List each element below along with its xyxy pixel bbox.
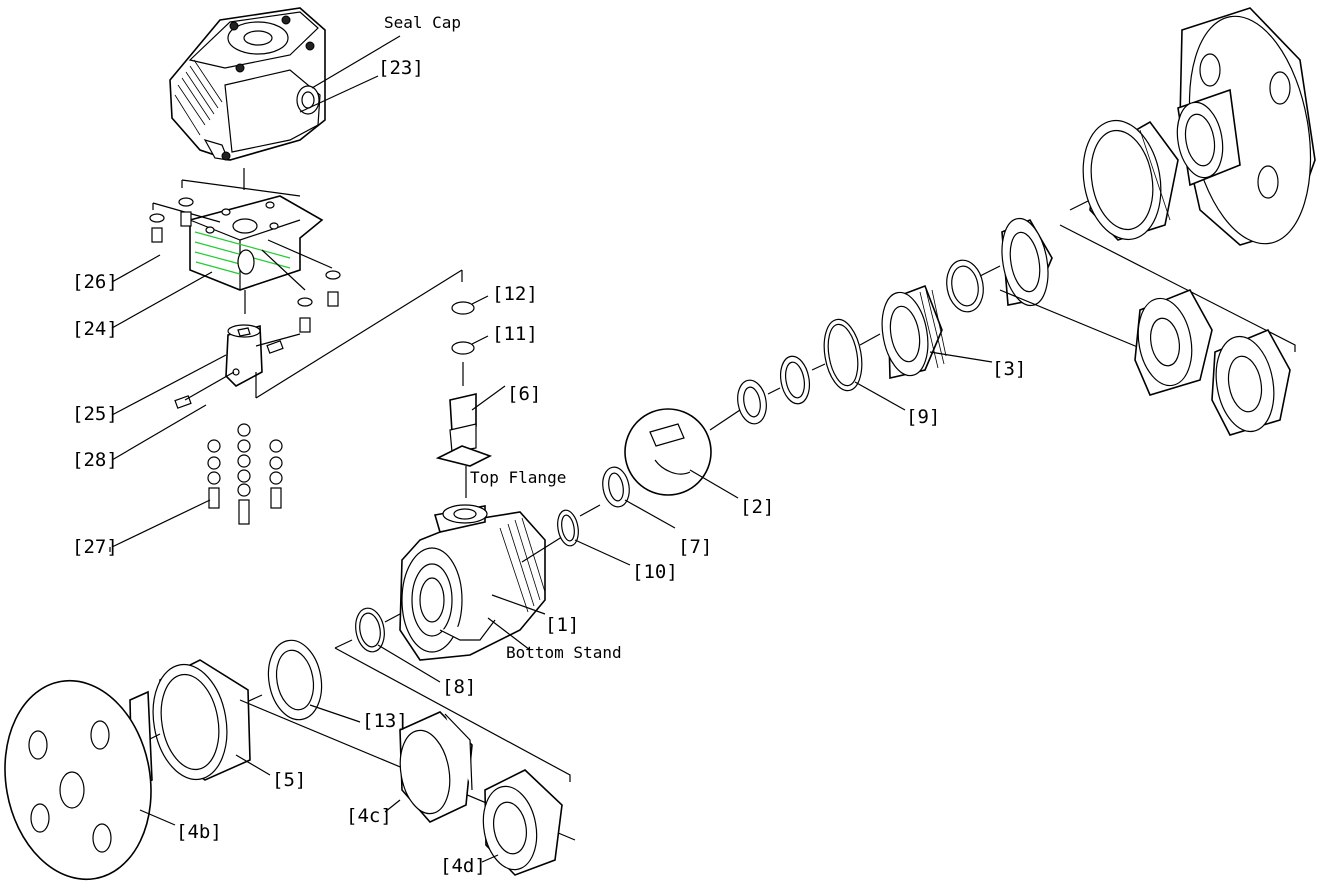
label-part-4c: [4c] [346,805,392,827]
label-part-8: [8] [442,676,476,698]
flange-part-4b [4,679,176,881]
adapter-part-4d [481,769,563,876]
label-part-1: [1] [545,614,579,636]
label-part-4b: [4b] [176,821,222,843]
label-part-5: [5] [272,769,306,791]
label-part-24: [24] [72,318,118,340]
socket-adapter-right [1134,288,1291,436]
label-part-28: [28] [72,449,118,471]
label-part-12: [12] [492,283,538,305]
actuator-part-23 [169,7,401,190]
left-seals [239,607,571,782]
label-part-11: [11] [492,323,538,345]
union-nut-right [1082,119,1201,241]
label-part-13: [13] [362,710,408,732]
adapter-part-4c [384,711,473,823]
label-part-2: [2] [740,496,774,518]
label-part-27: [27] [72,536,118,558]
label-part-4d: [4d] [440,855,486,877]
label-part-25: [25] [72,403,118,425]
label-part-10: [10] [632,561,678,583]
seat-rings [737,318,906,425]
valve-body-part-1 [399,504,566,661]
bracket-part-24 [149,179,341,333]
union-nut-part-5 [147,659,576,841]
stem-part-6 [435,295,506,498]
bolt-icon [149,197,341,333]
label-part-3: [3] [992,358,1026,380]
label-top-flange: Top Flange [470,468,566,487]
leader-lines [109,254,227,552]
coupler-part-25 [174,269,463,409]
label-part-26: [26] [72,271,118,293]
label-part-9: [9] [906,406,940,428]
hardware-part-27 [207,423,283,525]
label-seal-cap: Seal Cap [384,13,461,32]
label-part-6: [6] [507,383,541,405]
labels: Seal Cap [23] [26] [24] [25] [28] [27] [… [72,13,1026,877]
label-bottom-stand: Bottom Stand [506,643,622,662]
label-part-23: [23] [378,57,424,79]
label-part-7: [7] [678,536,712,558]
end-connector-part-3 [881,199,1296,379]
ball-part-2 [624,408,741,499]
flange-part-right [1176,7,1316,246]
